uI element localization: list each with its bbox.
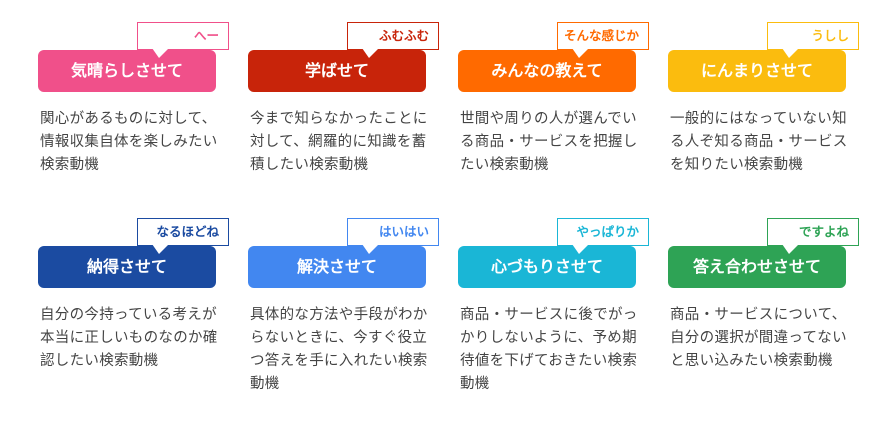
- speech-bubble: はいはい: [347, 218, 439, 246]
- speech-bubble-tail: [362, 48, 379, 58]
- speech-bubble-tail: [572, 48, 589, 58]
- motivation-label: 心づもりさせて: [458, 246, 636, 288]
- motivation-label: 解決させて: [248, 246, 426, 288]
- speech-bubble: なるほどね: [137, 218, 229, 246]
- speech-bubble-tail: [782, 48, 799, 58]
- motivation-label: 気晴らしさせて: [38, 50, 216, 92]
- speech-bubble-tail: [152, 48, 169, 58]
- motivation-description: 商品・サービスに後でがっかりしないように、予め期待値を下げておきたい検索動機: [460, 307, 638, 392]
- speech-bubble: へー: [137, 22, 229, 50]
- speech-bubble: ふむふむ: [347, 22, 439, 50]
- motivation-description: 具体的な方法や手段がわからないときに、今すぐ役立つ答えを手に入れたい検索動機: [250, 307, 428, 392]
- speech-bubble-tail: [782, 244, 799, 254]
- motivation-description: 世間や周りの人が選んでいる商品・サービスを把握したい検索動機: [460, 111, 638, 173]
- speech-bubble-tail: [152, 244, 169, 254]
- motivation-description: 今まで知らなかったことに対して、網羅的に知識を蓄積したい検索動機: [250, 111, 428, 173]
- motivation-label: 答え合わせさせて: [668, 246, 846, 288]
- motivation-label: にんまりさせて: [668, 50, 846, 92]
- motivation-label: 納得させて: [38, 246, 216, 288]
- motivation-description: 自分の今持っている考えが本当に正しいものなのか確認したい検索動機: [40, 307, 218, 369]
- speech-bubble: そんな感じか: [557, 22, 649, 50]
- motivation-description: 関心があるものに対して、情報収集自体を楽しみたい検索動機: [40, 111, 218, 173]
- speech-bubble-tail: [572, 244, 589, 254]
- motivation-description: 一般的にはなっていない知る人ぞ知る商品・サービスを知りたい検索動機: [670, 111, 848, 173]
- speech-bubble: やっぱりか: [557, 218, 649, 246]
- speech-bubble: うしし: [767, 22, 859, 50]
- motivation-description: 商品・サービスについて、自分の選択が間違ってないと思い込みたい検索動機: [670, 307, 847, 369]
- speech-bubble: ですよね: [767, 218, 859, 246]
- motivation-label: 学ばせて: [248, 50, 426, 92]
- speech-bubble-tail: [362, 244, 379, 254]
- motivation-label: みんなの教えて: [458, 50, 636, 92]
